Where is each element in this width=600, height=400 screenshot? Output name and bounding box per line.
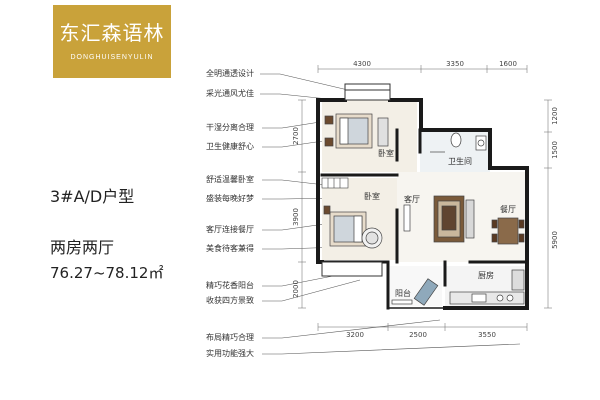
leader-lines [260,73,521,355]
balcony-fixtures [391,278,439,306]
note-10: 收获四方景致 [206,296,254,305]
note-1: 全明通透设计 [206,69,254,78]
dim-right-1: 1200 [551,107,559,125]
unit-id: 3#A/D户型 [50,187,135,206]
note-8: 美食待客兼得 [206,244,254,253]
bed-bottom [323,205,383,249]
note-2: 采光通风尤佳 [206,89,254,98]
dim-right-2: 1500 [551,141,559,159]
dim-top-2: 3350 [446,60,464,68]
dim-left-1: 2700 [292,127,300,145]
dim-top-1: 4300 [353,60,371,68]
room-label-bathroom: 卫生间 [448,156,472,166]
note-3: 干湿分离合理 [206,123,254,132]
brand-logo: 东汇森语林 DONGHUISENYULIN [53,5,171,78]
room-label-balcony: 阳台 [395,288,411,298]
note-11: 布局精巧合理 [206,333,254,342]
living-furniture [403,195,475,243]
room-label-bedroom-top: 卧室 [378,148,394,158]
dim-left-2: 3900 [292,208,300,226]
bed-top [324,113,389,149]
room-label-dining: 餐厅 [500,205,516,214]
kitchen-fixtures [449,269,525,305]
note-5: 舒适温馨卧室 [206,175,254,184]
note-9: 精巧花香阳台 [206,281,254,290]
dim-bottom-2: 2500 [409,331,427,339]
note-7: 客厅连接餐厅 [206,225,254,234]
brand-subtitle: DONGHUISENYULIN [70,54,154,61]
area-range: 76.27~78.12㎡ [50,264,164,282]
layout-type: 两房两厅 [50,238,115,257]
note-4: 卫生健康舒心 [206,142,254,151]
dim-top-3: 1600 [499,60,517,68]
dim-bottom-1: 3200 [346,331,364,339]
dining-set [491,217,525,245]
room-label-living: 客厅 [404,194,420,204]
bay-window-top [344,83,391,101]
note-6: 盛装每晚好梦 [206,194,254,203]
bay-window-bottom [321,261,383,277]
wardrobe [321,177,349,189]
dim-bottom-3: 3550 [478,331,496,339]
dim-left-3: 2000 [292,280,300,298]
walls [316,98,529,310]
room-label-kitchen: 厨房 [478,270,494,280]
dimension-lines [298,65,552,331]
brand-title: 东汇森语林 [59,21,165,45]
room-label-bedroom-bottom: 卧室 [364,191,380,201]
dim-right-3: 5900 [551,231,559,249]
bathroom-fixtures [430,132,487,153]
note-12: 实用功能强大 [206,349,254,358]
